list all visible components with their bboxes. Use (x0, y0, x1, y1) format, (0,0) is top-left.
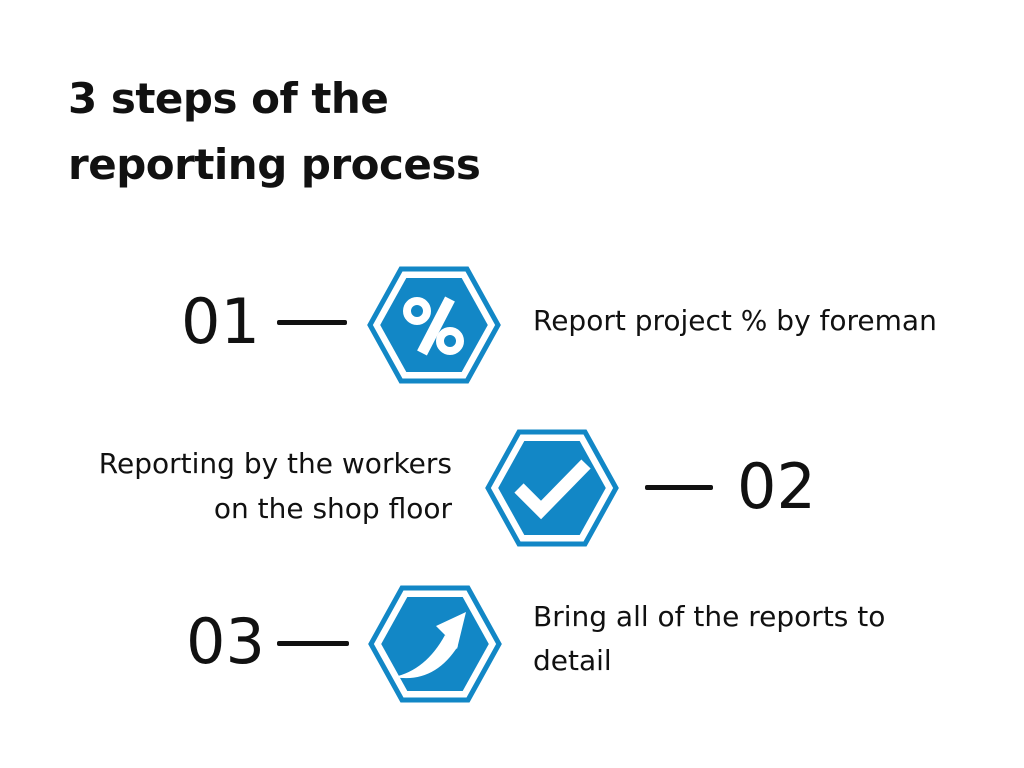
step-1-connector-line (277, 320, 347, 325)
slide-title: 3 steps of the reporting process (68, 66, 481, 198)
step-2-label: Reporting by the workers on the shop flo… (60, 441, 452, 531)
step-2-hexagon (485, 429, 619, 547)
step-1-number: 01 (181, 285, 260, 358)
step-3-label: Bring all of the reports to detail (533, 595, 885, 683)
slide-title-line1: 3 steps of the (68, 74, 389, 123)
step-1-hexagon (367, 266, 501, 384)
step-3-label-line2: detail (533, 644, 612, 677)
step-2-number: 02 (737, 450, 816, 523)
step-3-label-line1: Bring all of the reports to (533, 600, 886, 633)
checkmark-icon (485, 429, 619, 547)
slide-title-line2: reporting process (68, 140, 481, 189)
step-3-number: 03 (186, 605, 265, 678)
growth-arrow-icon (368, 585, 502, 703)
step-3-connector-line (277, 641, 349, 646)
percent-icon (367, 266, 501, 384)
step-2-connector-line (645, 485, 713, 490)
step-1-label: Report project % by foreman (533, 301, 937, 341)
step-1-label-line1: Report project % by foreman (533, 304, 937, 337)
step-2-label-line1: Reporting by the workers (98, 447, 452, 480)
step-2-label-line2: on the shop floor (213, 492, 452, 525)
step-3-hexagon (368, 585, 502, 703)
